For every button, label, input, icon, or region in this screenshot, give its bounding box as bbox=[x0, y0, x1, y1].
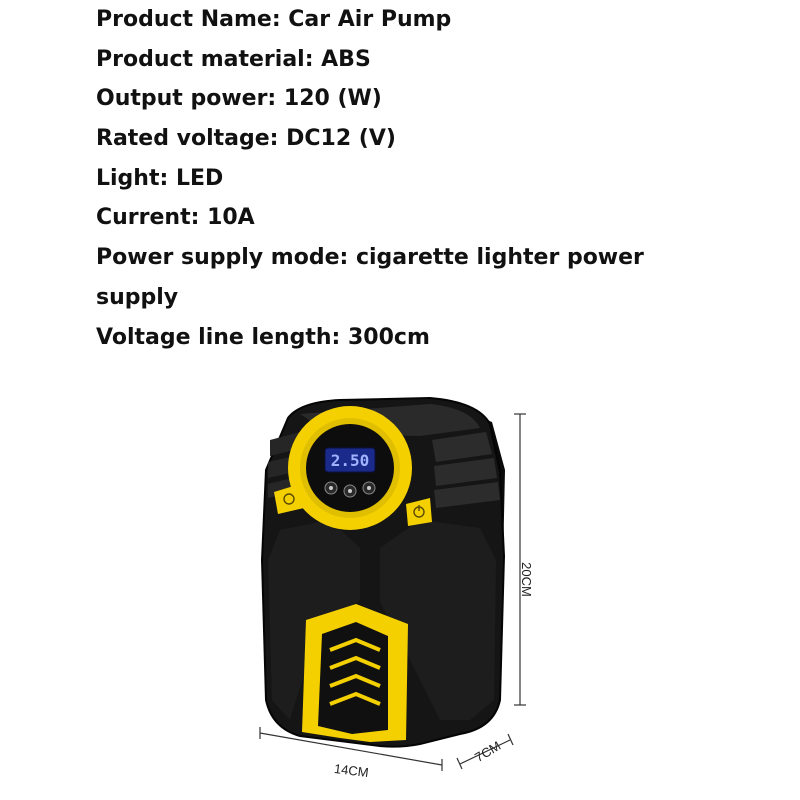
height-dimension-line bbox=[514, 413, 526, 706]
spec-output-power: Output power: 120 (W) bbox=[96, 86, 382, 112]
hose-compartment bbox=[302, 604, 408, 742]
spec-power-supply-mode: Power supply mode: cigarette lighter pow… bbox=[96, 245, 644, 271]
unit-icon bbox=[329, 486, 333, 490]
gauge: 2.50 bbox=[288, 406, 412, 530]
power-button[interactable] bbox=[406, 498, 432, 526]
spec-list: Product Name: Car Air Pump Product mater… bbox=[96, 4, 716, 361]
right-grip bbox=[432, 432, 500, 508]
lcd-screen bbox=[324, 447, 376, 473]
unit-button[interactable] bbox=[324, 481, 338, 495]
set-button[interactable] bbox=[343, 484, 357, 498]
spec-current: Current: 10A bbox=[96, 205, 255, 231]
spec-light: Light: LED bbox=[96, 165, 224, 191]
vent-slats bbox=[329, 637, 381, 706]
lcd-reading: 2.50 bbox=[331, 451, 370, 470]
adjust-icon bbox=[367, 486, 371, 490]
spec-power-supply-mode-cont: supply bbox=[96, 284, 179, 310]
adjust-button[interactable] bbox=[362, 481, 376, 495]
width-dimension-line bbox=[259, 727, 443, 771]
spec-material: Product material: ABS bbox=[96, 46, 371, 72]
light-icon bbox=[283, 493, 295, 505]
height-label: 20CM bbox=[518, 562, 534, 597]
spec-voltage-line-length: Voltage line length: 300cm bbox=[96, 324, 430, 350]
set-icon bbox=[348, 489, 352, 493]
depth-dimension-line bbox=[456, 733, 514, 770]
pump-front-panel-right bbox=[380, 520, 496, 720]
spec-rated-voltage: Rated voltage: DC12 (V) bbox=[96, 126, 396, 152]
spec-product-name: Product Name: Car Air Pump bbox=[96, 7, 452, 32]
